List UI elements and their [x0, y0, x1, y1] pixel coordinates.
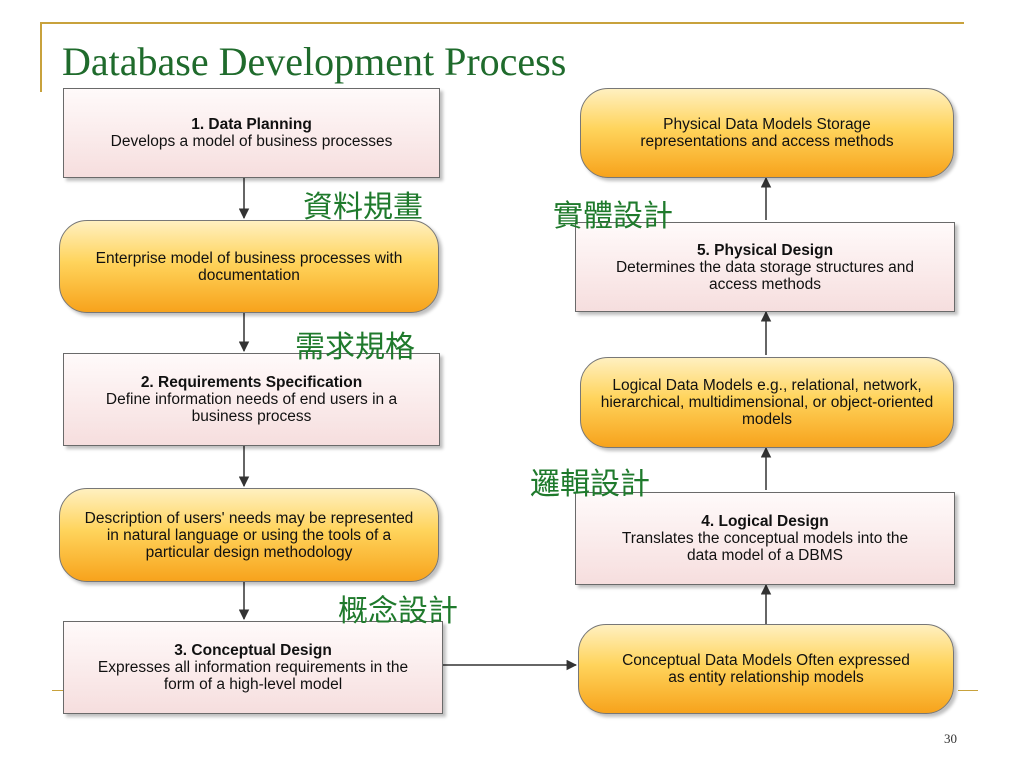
- label-data-planning-zh: 資料規畫: [303, 190, 423, 225]
- label-requirements-zh: 需求規格: [295, 330, 415, 365]
- step-heading: 1. Data Planning: [191, 116, 312, 133]
- top-rule: [40, 22, 964, 24]
- step-1-data-planning: 1. Data Planning Develops a model of bus…: [63, 88, 440, 178]
- bottom-right-rule: [958, 690, 978, 691]
- output-text: Description of users' needs may be repre…: [84, 509, 414, 561]
- step-4-logical-design: 4. Logical Design Translates the concept…: [575, 492, 955, 585]
- step-body: Translates the conceptual models into th…: [621, 530, 909, 564]
- output-physical-data-models: Physical Data Models Storage representat…: [580, 88, 954, 178]
- step-heading: 5. Physical Design: [696, 241, 834, 259]
- output-logical-data-models: Logical Data Models e.g., relational, ne…: [580, 357, 954, 448]
- output-enterprise-model: Enterprise model of business processes w…: [59, 220, 439, 313]
- output-text: Enterprise model of business processes w…: [95, 249, 403, 284]
- step-5-physical-design: 5. Physical Design Determines the data s…: [575, 222, 955, 312]
- left-rule: [40, 22, 42, 92]
- label-conceptual-zh: 概念設計: [338, 594, 458, 629]
- step-heading: 2. Requirements Specification: [140, 374, 363, 391]
- label-logical-zh: 邏輯設計: [530, 467, 650, 502]
- output-text: Conceptual Data Models Often expressed a…: [622, 652, 910, 686]
- page-number: 30: [944, 731, 957, 746]
- step-heading: 3. Conceptual Design: [174, 642, 332, 659]
- output-text: Logical Data Models e.g., relational, ne…: [600, 377, 934, 428]
- step-body: Determines the data storage structures a…: [615, 258, 915, 293]
- output-conceptual-data-models: Conceptual Data Models Often expressed a…: [578, 624, 954, 714]
- output-text: Physical Data Models Storage representat…: [640, 116, 894, 150]
- slide-title: Database Development Process: [62, 39, 567, 84]
- bottom-left-rule: [52, 690, 64, 691]
- step-body: Define information needs of end users in…: [105, 391, 398, 425]
- step-3-conceptual-design: 3. Conceptual Design Expresses all infor…: [63, 621, 443, 714]
- step-body: Expresses all information requirements i…: [97, 659, 409, 693]
- label-physical-zh: 實體設計: [553, 199, 673, 234]
- step-2-requirements-specification: 2. Requirements Specification Define inf…: [63, 353, 440, 446]
- step-body: Develops a model of business processes: [110, 133, 393, 150]
- step-heading: 4. Logical Design: [701, 513, 829, 530]
- output-users-needs: Description of users' needs may be repre…: [59, 488, 439, 582]
